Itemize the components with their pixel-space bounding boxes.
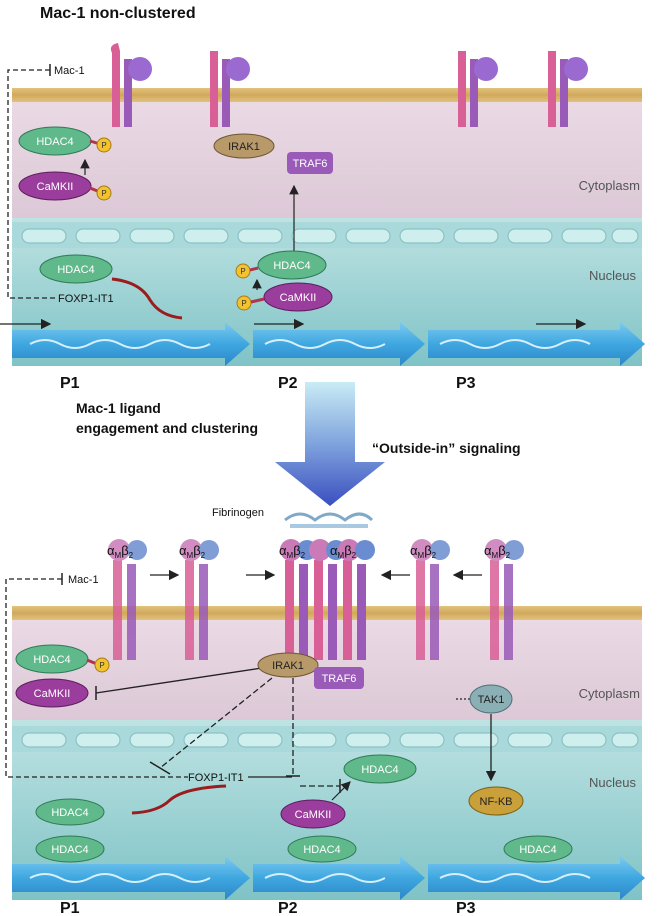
- nfkb-label: NF-KB: [480, 796, 513, 808]
- top-integrin-1: [110, 43, 152, 127]
- bottom-hdac4-nuc-p2: [343, 754, 417, 784]
- bottom-hdac4-free-label: HDAC4: [51, 807, 88, 819]
- svg-text:αMβ2: αMβ2: [279, 543, 306, 560]
- tak1: [469, 684, 513, 714]
- clustering-arrow: [275, 382, 385, 506]
- top-phospho-3-label: P: [240, 267, 245, 276]
- top-traf6: [287, 152, 333, 174]
- svg-text:αMβ2: αMβ2: [330, 543, 357, 560]
- top-cytoplasm-label: Cytoplasm: [579, 178, 640, 193]
- bottom-promoter-p1: P1: [60, 900, 80, 916]
- top-lncrna: [111, 277, 183, 320]
- top-dna-track: [12, 322, 645, 366]
- top-integrin-2: [210, 51, 250, 127]
- top-traf6-label: TRAF6: [293, 158, 328, 170]
- top-nuclear-envelope: [12, 222, 642, 248]
- svg-text:αMβ2: αMβ2: [179, 543, 206, 560]
- top-hdac4-cyto-label: HDAC4: [36, 136, 73, 148]
- bottom-hdac4-p1-label: HDAC4: [51, 844, 88, 856]
- bottom-integrin-left-2: [180, 539, 219, 660]
- bottom-hdac4-p2: [287, 835, 357, 863]
- bottom-promoter-p3: P3: [456, 900, 476, 916]
- top-promoter-p3: P3: [456, 375, 476, 392]
- bottom-integrin-cluster: [280, 539, 375, 660]
- top-nucleus-label: Nucleus: [589, 268, 636, 283]
- bottom-mac1-foxp1-link: [5, 578, 188, 778]
- top-mac1-label: Mac-1: [54, 65, 85, 77]
- bottom-panel: Fibrinogen: [5, 507, 645, 916]
- bottom-integrin-left-1: [108, 539, 147, 660]
- top-integrin-4: [548, 51, 588, 127]
- bottom-hdac4-cyto-label: HDAC4: [33, 654, 70, 666]
- top-plasma-membrane: [12, 88, 642, 102]
- top-phospho-2-label: P: [101, 189, 106, 198]
- bottom-promoter-p2: P2: [278, 900, 298, 916]
- bottom-traf6-label: TRAF6: [322, 673, 357, 685]
- bottom-camkii-nuc-label: CaMKII: [295, 809, 332, 821]
- bottom-foxp1-label: FOXP1-IT1: [188, 772, 244, 784]
- bottom-lncrna: [131, 784, 227, 815]
- top-camkii-cyto-label: CaMKII: [37, 181, 74, 193]
- bottom-nucleus-label: Nucleus: [589, 775, 636, 790]
- top-phospho-3: [235, 263, 251, 279]
- outside-in-signaling-label: “Outside-in” signaling: [372, 440, 521, 456]
- bottom-cytoplasm-label: Cytoplasm: [579, 686, 640, 701]
- top-camkii-cyto: [18, 171, 92, 201]
- bottom-phospho-1: [94, 657, 110, 673]
- integrin-subunit-labels: αMβ2 αMβ2 αMβ2 αMβ2 αMβ2 αMβ2: [107, 543, 511, 560]
- bottom-hdac4-p3-label: HDAC4: [519, 844, 556, 856]
- top-promoter-p2: P2: [278, 375, 298, 392]
- fibrinogen-molecule: [284, 512, 374, 522]
- bottom-nuclear-envelope: [12, 726, 642, 752]
- top-phospho-2: [96, 185, 112, 201]
- top-camkii-p2: [263, 282, 333, 312]
- top-irak1: [213, 133, 275, 159]
- top-foxp1-label: FOXP1-IT1: [58, 293, 114, 305]
- top-camkii-p2-label: CaMKII: [280, 292, 317, 304]
- tak1-label: TAK1: [478, 694, 505, 706]
- bottom-mac1-label: Mac-1: [68, 574, 99, 586]
- svg-text:αMβ2: αMβ2: [107, 543, 134, 560]
- top-hdac4-nuc: [39, 254, 113, 284]
- nfkb: [468, 786, 524, 816]
- bottom-hdac4-p2-label: HDAC4: [303, 844, 340, 856]
- bottom-camkii-cyto-label: CaMKII: [34, 688, 71, 700]
- bottom-hdac4-p1: [35, 835, 105, 863]
- top-phospho-1: [96, 137, 112, 153]
- bottom-hdac4-nuc-p2-label: HDAC4: [361, 764, 398, 776]
- top-hdac4-nuc-label: HDAC4: [57, 264, 94, 276]
- top-phospho-4: [236, 295, 252, 311]
- bottom-camkii-cyto: [15, 678, 89, 708]
- bottom-dna-track: [12, 856, 645, 900]
- top-phospho-4-label: P: [241, 299, 246, 308]
- bottom-phospho-1-label: P: [99, 661, 104, 670]
- top-panel: Mac-1 non-clustered Mac-1 HDAC4 P CaMKII…: [0, 5, 645, 392]
- svg-text:αMβ2: αMβ2: [484, 543, 511, 560]
- bottom-integrin-right-1: [411, 539, 450, 660]
- fibrinogen-label: Fibrinogen: [212, 507, 264, 519]
- bottom-hdac4-p3: [503, 835, 573, 863]
- top-mac1-foxp1-link: [7, 69, 58, 299]
- irak1-foxp1-inhibition: [159, 677, 273, 769]
- caption-line2: engagement and clustering: [76, 420, 258, 436]
- top-hdac4-p2: [257, 250, 327, 280]
- bottom-irak1: [257, 652, 319, 678]
- top-integrin-3: [458, 51, 498, 127]
- top-promoter-p1: P1: [60, 375, 80, 392]
- bottom-camkii-nuc: [280, 799, 346, 829]
- bottom-traf6: [314, 667, 364, 689]
- svg-text:αMβ2: αMβ2: [410, 543, 437, 560]
- top-title: Mac-1 non-clustered: [40, 5, 196, 22]
- bottom-integrin-right-2: [485, 539, 524, 660]
- caption-line1: Mac-1 ligand: [76, 400, 161, 416]
- top-hdac4-p2-label: HDAC4: [273, 260, 310, 272]
- bottom-hdac4-free: [35, 798, 105, 826]
- bottom-irak1-label: IRAK1: [272, 660, 304, 672]
- bottom-plasma-membrane: [12, 606, 642, 620]
- top-irak1-label: IRAK1: [228, 141, 260, 153]
- top-phospho-1-label: P: [101, 141, 106, 150]
- middle-transition: Mac-1 ligand engagement and clustering “…: [76, 382, 521, 506]
